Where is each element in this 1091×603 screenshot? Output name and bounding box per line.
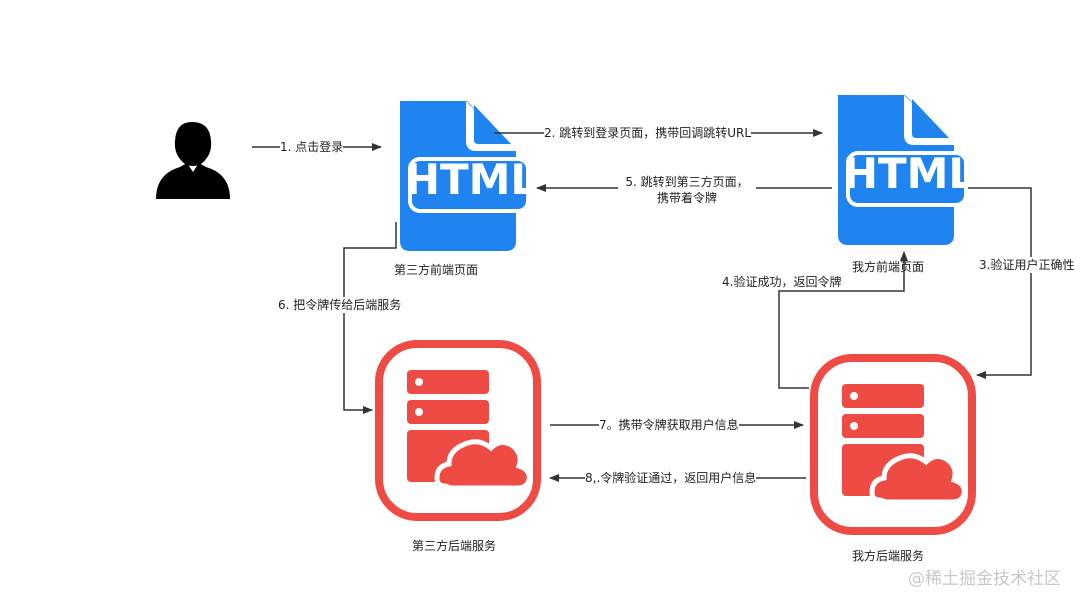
edge-5-label-line2: 携带着令牌	[656, 191, 717, 205]
edge-4-label: 4.验证成功，返回令牌	[722, 274, 842, 290]
my-frontend-node: HTML	[836, 95, 975, 245]
edge-5-label-line1: 5. 跳转到第三方页面，	[625, 175, 749, 189]
my-frontend-label: 我方前端页面	[852, 260, 925, 274]
edge-7-label: 7。携带令牌获取用户信息	[599, 417, 739, 433]
edge-3-label: 3.验证用户正确性	[979, 257, 1075, 273]
cloud-server-icon	[814, 358, 972, 531]
third-party-backend-label: 第三方后端服务	[412, 539, 497, 553]
edge-6-label: 6. 把令牌传给后端服务	[278, 297, 402, 313]
edge-4-line	[778, 251, 908, 389]
my-backend-label: 我方后端服务	[852, 549, 925, 563]
cloud-server-icon	[379, 344, 537, 517]
html-icon-text: HTML	[843, 149, 975, 198]
third-party-frontend-node: HTML	[398, 101, 537, 251]
edge-2-label: 2. 跳转到登录页面，携带回调跳转URL	[544, 125, 752, 141]
edge-6-line	[343, 222, 397, 414]
my-backend-node	[814, 358, 972, 531]
third-party-frontend-label: 第三方前端页面	[394, 263, 479, 277]
edge-5-label: 5. 跳转到第三方页面， 携带着令牌	[618, 174, 756, 206]
user-silhouette-icon	[156, 122, 230, 199]
html-icon-text: HTML	[405, 155, 537, 204]
third-party-backend-node	[379, 344, 537, 517]
edge-8-label: 8,.令牌验证通过，返回用户信息	[585, 470, 757, 486]
edge-3-line	[968, 187, 1032, 379]
edge-1-label: 1. 点击登录	[280, 139, 344, 155]
watermark: @稀土掘金技术社区	[908, 569, 1061, 589]
